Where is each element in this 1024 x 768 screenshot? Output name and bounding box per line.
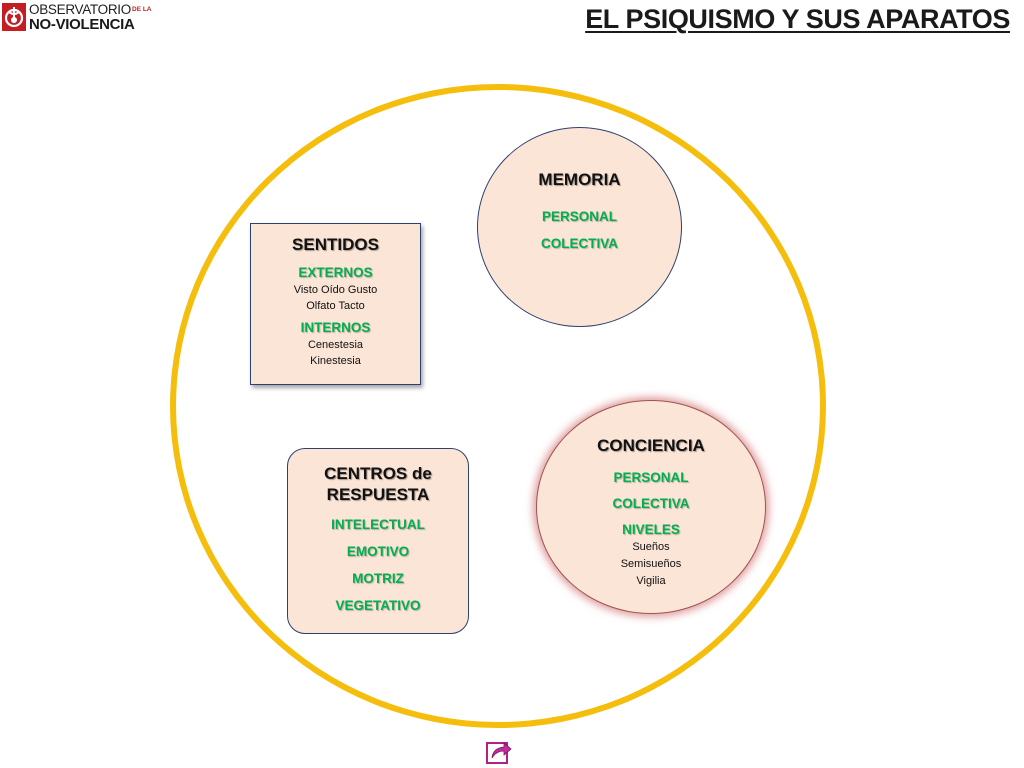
sentidos-externos-label: EXTERNOS bbox=[298, 265, 373, 280]
sentidos-externos-line: Olfato Tacto bbox=[306, 300, 365, 312]
sentidos-internos-label: INTERNOS bbox=[300, 320, 371, 335]
conciencia-item-colectiva: COLECTIVA bbox=[612, 496, 690, 511]
psiquismo-ring bbox=[170, 84, 826, 728]
conciencia-niveles-label: NIVELES bbox=[622, 522, 680, 537]
centros-title-line1: CENTROS de bbox=[324, 464, 432, 483]
conciencia-nivel: Semisueños bbox=[620, 558, 682, 570]
return-arrow-icon[interactable] bbox=[485, 737, 513, 765]
no-violencia-emblem-icon bbox=[2, 3, 26, 31]
conciencia-title: CONCIENCIA bbox=[597, 436, 705, 455]
conciencia-item-personal: PERSONAL bbox=[613, 470, 689, 485]
centros-title-line2: RESPUESTA bbox=[326, 485, 430, 504]
centros-item-intelectual: INTELECTUAL bbox=[331, 517, 425, 532]
conciencia-nivel: Sueños bbox=[632, 541, 670, 553]
centros-de-respuesta-node: CENTROS de RESPUESTA INTELECTUAL EMOTIVO… bbox=[287, 448, 469, 634]
centros-item-emotivo: EMOTIVO bbox=[346, 544, 410, 559]
slide-title: EL PSIQUISMO Y SUS APARATOS bbox=[585, 4, 1010, 34]
memoria-item-colectiva: COLECTIVA bbox=[541, 236, 618, 251]
sentidos-node: SENTIDOS EXTERNOS Visto Oído Gusto Olfat… bbox=[250, 223, 421, 385]
sentidos-externos-line: Visto Oído Gusto bbox=[293, 284, 378, 296]
sentidos-internos-line: Cenestesia bbox=[307, 339, 364, 351]
conciencia-node: CONCIENCIA PERSONAL COLECTIVA NIVELES Su… bbox=[536, 400, 766, 614]
memoria-item-personal: PERSONAL bbox=[541, 209, 617, 224]
sentidos-title: SENTIDOS bbox=[292, 235, 379, 254]
centros-item-motriz: MOTRIZ bbox=[352, 571, 404, 586]
logo-text-de-la: DE LA bbox=[132, 6, 152, 13]
observatorio-logo: OBSERVATORIO DE LA NO-VIOLENCIA bbox=[2, 2, 160, 34]
centros-item-vegetativo: VEGETATIVO bbox=[335, 598, 421, 613]
memoria-node: MEMORIA PERSONAL COLECTIVA bbox=[477, 127, 682, 327]
logo-text-observatorio: OBSERVATORIO bbox=[29, 2, 131, 17]
logo-text-no-violencia: NO-VIOLENCIA bbox=[29, 16, 135, 33]
conciencia-nivel: Vigilia bbox=[636, 575, 666, 587]
sentidos-internos-line: Kinestesia bbox=[310, 355, 361, 367]
memoria-title: MEMORIA bbox=[538, 170, 621, 189]
